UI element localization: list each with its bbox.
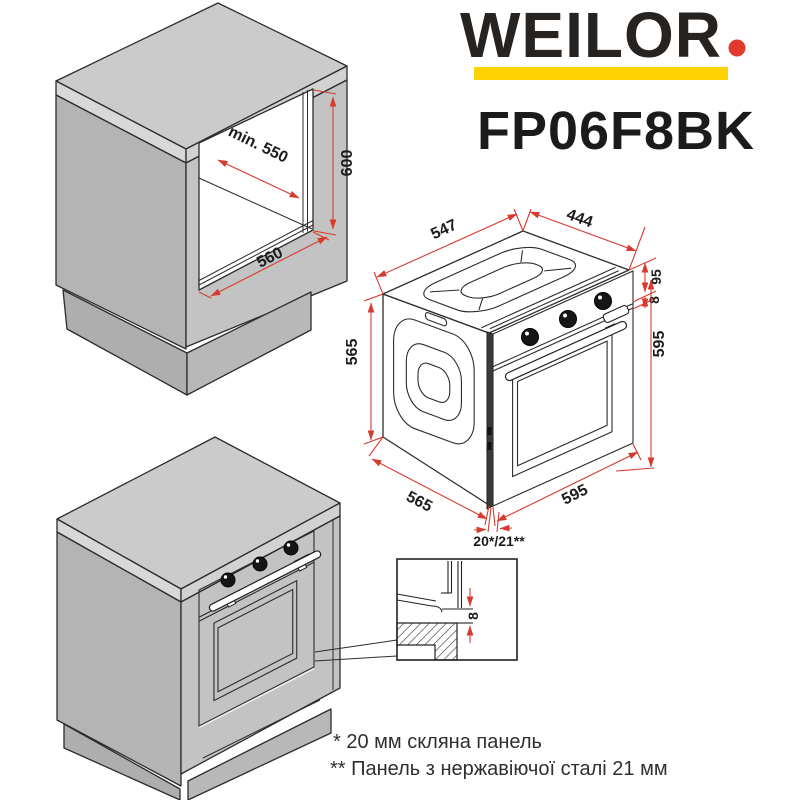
dim-label-opening-height: 600: [339, 150, 356, 177]
leader-line: [314, 639, 398, 653]
dim-line-opening-width: [210, 236, 328, 297]
cabinet-side-face: [56, 531, 182, 787]
dim-label-depth: 565: [403, 488, 435, 515]
knob: [283, 540, 299, 556]
footnotes: * 20 мм скляна панель ** Панель з нержав…: [330, 731, 668, 780]
model-name: FP06F8BK: [477, 101, 755, 161]
dim-label-top-depth: 547: [428, 217, 459, 244]
dim-label-panel-gap: 8: [646, 296, 662, 304]
door-window-glass: [218, 590, 293, 692]
oven-knobs: [521, 292, 612, 346]
knob: [521, 328, 539, 346]
brand-dot-icon: [728, 39, 746, 57]
knob: [220, 572, 236, 588]
detail-section-lines: [396, 561, 473, 624]
plinth-front: [186, 291, 312, 396]
oven-door-edge: [486, 331, 494, 510]
dim-label-panel-height: 95: [648, 269, 664, 285]
dim-label-height: 595: [651, 331, 668, 358]
dim-label-door-thickness: 20*/21**: [473, 533, 525, 549]
dim-label-width: 595: [559, 481, 591, 508]
plinth-front: [187, 708, 332, 800]
dim-label-side-height: 565: [344, 339, 361, 366]
cabinet-niche-diagram: min. 550 560 600: [55, 2, 356, 396]
knob: [252, 556, 268, 572]
oven-handle: [504, 320, 628, 382]
leader-line: [314, 655, 398, 662]
hinge-mark: [487, 442, 492, 450]
oven-handle: [208, 550, 322, 612]
dim-line-min-depth: [217, 159, 300, 199]
brand-underline: [474, 67, 728, 80]
brand-name: WEILOR: [460, 0, 722, 71]
door-window-glass: [518, 341, 608, 466]
oven-dimensions: 547 444 565 95 8 595 595: [344, 206, 668, 549]
oven-side-embossing: [394, 300, 475, 450]
panel-cross-section: [396, 622, 458, 661]
cabinet-side-face: [55, 94, 187, 350]
oven-diagram: 547 444 565 95 8 595 595: [344, 206, 668, 549]
door-window-frame: [214, 581, 297, 701]
dim-label-top-width: 444: [564, 206, 595, 231]
plinth-left: [63, 723, 181, 800]
knob: [559, 310, 577, 328]
installed-oven-knobs: [220, 540, 299, 588]
footnote-glass-panel: * 20 мм скляна панель: [333, 731, 542, 753]
detail-section: 8: [314, 558, 518, 662]
dim-label-detail-gap: 8: [465, 612, 481, 620]
control-display: [602, 304, 630, 324]
hinge-mark: [487, 427, 492, 435]
knob: [594, 292, 612, 310]
cabinet-installed-diagram: [56, 437, 340, 800]
brand-logo: WEILOR FP06F8BK: [460, 0, 755, 161]
footnote-steel-panel: ** Панель з нержавіючої сталі 21 мм: [330, 758, 668, 780]
